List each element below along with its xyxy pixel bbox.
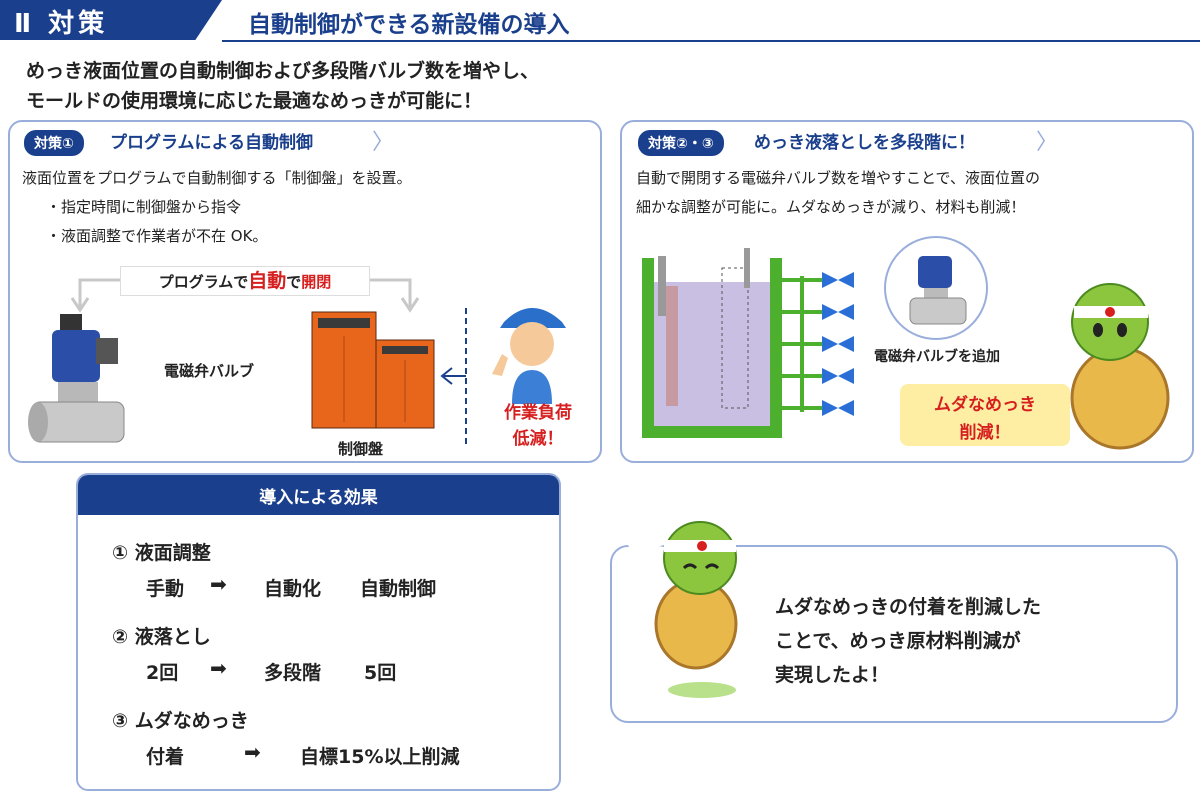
effects-title: 導入による効果	[259, 488, 378, 508]
measure-1-tag: 対策①	[24, 130, 84, 156]
right-arrow-icon: ➡	[244, 740, 261, 764]
measure-1-desc: 液面位置をプログラムで自動制御する「制御盤」を設置。	[22, 169, 412, 187]
workload-line-1: 作業負荷	[504, 403, 572, 423]
command-arrow	[440, 308, 467, 448]
effect-2-to: 多段階	[264, 662, 322, 684]
valve-add-label: 電磁弁バルブを追加	[874, 349, 1000, 365]
program-prefix: プログラムで	[158, 273, 249, 291]
reduce-line-1: ムダなめっき	[934, 395, 1036, 415]
effect-1-result: 自動制御	[360, 578, 437, 600]
section-header-bar	[0, 0, 222, 40]
measure-2-3-desc-2: 細かな調整が可能に。ムダなめっきが減り、材料も削減！	[636, 198, 1026, 216]
program-mid: で	[286, 273, 302, 291]
effects-box	[76, 473, 561, 791]
valve-label: 電磁弁バルブ	[164, 362, 255, 380]
header-underline	[222, 40, 1200, 42]
measure-2-3-tag: 対策②・③	[638, 130, 724, 156]
program-open-word: 開閉	[301, 273, 332, 291]
section-number: Ⅱ 対策	[14, 9, 109, 39]
reduce-callout	[900, 384, 1070, 446]
workload-line-2: 低減！	[512, 429, 564, 449]
program-bracket-arrows	[70, 278, 420, 313]
effect-1-from: 手動	[146, 578, 185, 600]
intro-line-1: めっき液面位置の自動制御および多段階バルブ数を増やし、	[26, 60, 540, 82]
effect-3-from: 付着	[146, 746, 185, 768]
effect-3-heading: ③ ムダなめっき	[112, 710, 249, 732]
measure-2-3-desc-1: 自動で開閉する電磁弁バルブ数を増やすことで、液面位置の	[636, 169, 1040, 187]
measure-1-title: プログラムによる自動制御	[110, 133, 313, 153]
measure-1-bullet-1: ・指定時間に制御盤から指令	[46, 198, 242, 216]
chevron-right-icon: 〉	[372, 130, 395, 155]
plating-tank-diagram	[642, 248, 854, 438]
solenoid-valve-icon	[909, 256, 967, 325]
worker-image	[492, 308, 566, 404]
effect-1-heading: ① 液面調整	[112, 542, 211, 564]
effects-header	[78, 475, 559, 515]
right-arrow-icon: ➡	[210, 656, 227, 680]
chevron-right-icon: 〉	[1036, 130, 1059, 155]
measure-2-3-title: めっき液落としを多段階に！	[754, 133, 975, 153]
solenoid-valve-image	[28, 314, 125, 443]
effect-2-result: 5回	[364, 662, 397, 684]
bubble-line-2: ことで、めっき原材料削減が	[775, 630, 1021, 652]
bubble-line-3: 実現したよ！	[775, 664, 890, 686]
measure-1-bullet-2: ・液面調整で作業者が不在 OK。	[46, 227, 268, 245]
control-panel-image	[311, 311, 435, 429]
page-title: 自動制御ができる新設備の導入	[248, 12, 570, 38]
effect-2-heading: ② 液落とし	[112, 626, 211, 648]
right-arrow-icon: ➡	[210, 572, 227, 596]
control-panel-label: 制御盤	[338, 440, 384, 458]
effect-3-result: 自標15%以上削減	[300, 746, 460, 768]
jumping-turtle-image	[626, 521, 738, 698]
effect-1-to: 自動化	[264, 578, 322, 600]
bubble-line-1: ムダなめっきの付着を削減した	[775, 596, 1042, 618]
program-auto-caption: プログラムで自動で開閉	[120, 266, 370, 296]
effect-2-from: 2回	[146, 662, 179, 684]
intro-line-2: モールドの使用環境に応じた最適なめっきが可能に！	[26, 90, 483, 112]
turtle-mascot-image	[1070, 283, 1170, 450]
reduce-line-2: 削減！	[959, 423, 1011, 443]
program-auto-word: 自動	[248, 270, 287, 292]
